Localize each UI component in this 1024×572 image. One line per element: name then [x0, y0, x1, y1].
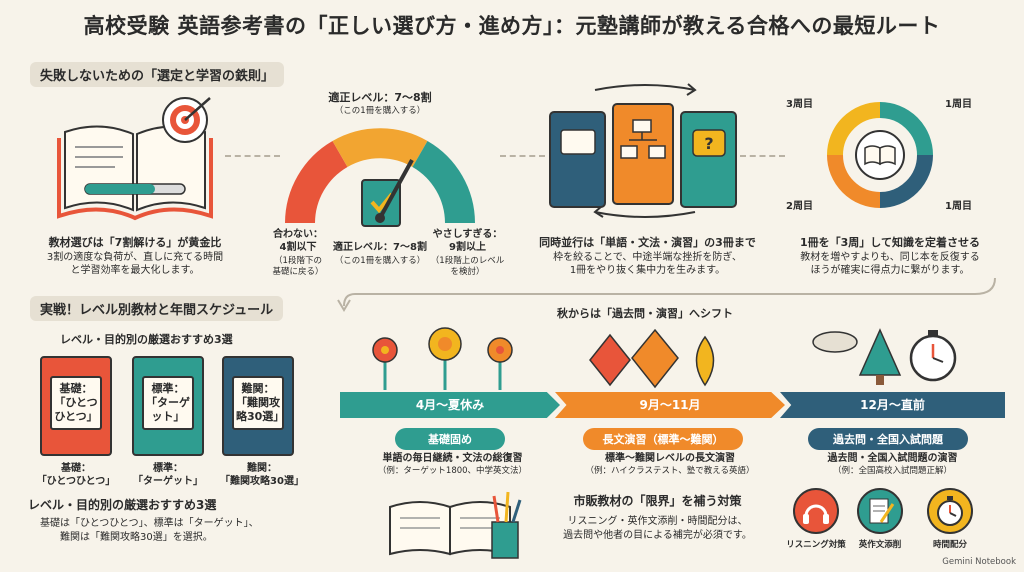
- rule3-desc1: 教材を増やすよりも、同じ本を反復する: [800, 252, 980, 263]
- gauge-left-sub2: 基礎に戻る）: [272, 267, 324, 277]
- book-basic: 基礎：「ひとつひとつ」: [40, 356, 112, 456]
- book-cover-label: 難関：「難関攻略30選」: [232, 376, 284, 430]
- rule2-title: 同時並行は「単語・文法・演習」の3冊まで: [539, 236, 756, 249]
- icon-label-time: 時間配分: [932, 540, 967, 550]
- timeline-phase-2: 9月〜11月: [555, 392, 785, 418]
- open-book-pens-icon: [389, 491, 522, 559]
- rule1-desc1: 3割の適度な負荷が、直しに充てる時間: [46, 252, 224, 263]
- phase3-desc1: 過去問・全国入試問題の演習: [827, 453, 958, 464]
- gauge-left-label2: 4割以下: [279, 242, 317, 253]
- rule2-desc1: 枠を絞ることで、中途半端な挫折を防ぎ、: [553, 252, 742, 263]
- autumn-leaves-icon: [589, 328, 715, 389]
- gauge-top-label: 適正レベル：7〜8割: [328, 91, 432, 104]
- gauge-right-label2: 9割以上: [449, 242, 486, 253]
- book-standard: 標準：「ターゲット」: [132, 356, 204, 456]
- section2-label: 実戦！レベル別教材と年間スケジュール: [30, 296, 284, 321]
- gauge-center-sub: （この1冊を購入する）: [334, 256, 426, 266]
- watermark: Gemini Notebook: [942, 557, 1016, 567]
- phase2-desc1: 標準〜難関レベルの長文演習: [605, 453, 735, 464]
- phase1-desc2: （例：ターゲット1800、中学英文法）: [377, 466, 528, 476]
- gauge-left-sub1: （1段階下の: [274, 256, 322, 266]
- rule3-title: 1冊を「3周」して知識を定着させる: [800, 236, 980, 249]
- book-caption: 「ターゲット」: [133, 476, 203, 487]
- rule2-desc2: 1冊をやり抜く集中力を生みます。: [569, 265, 726, 276]
- stopwatch-icon: [927, 488, 973, 534]
- phase3-desc2: （例：全国高校入試問題正解）: [832, 466, 952, 476]
- phase-tag-past-exams: 過去問・全国入試問題: [808, 428, 968, 450]
- icon-label-listening: リスニング対策: [786, 540, 846, 550]
- pen-paper-icon: [857, 488, 903, 534]
- connector-line: [500, 155, 545, 157]
- books-summary1: 基礎は「ひとつひとつ」、標準は「ターゲット」、: [40, 518, 259, 529]
- books-title: レベル・目的別の厳選おすすめ3選: [60, 333, 233, 346]
- lap-label: 1周目: [945, 99, 972, 110]
- lap-label: 3周目: [786, 99, 813, 110]
- limit-desc2: 過去問や他者の目による補完が必須です。: [563, 530, 752, 541]
- book-caption: 基礎：: [61, 463, 91, 474]
- book-cover-label: 基礎：「ひとつひとつ」: [50, 376, 102, 430]
- section1-label: 失敗しないための「選定と学習の鉄則」: [30, 62, 285, 87]
- rule3-desc2: ほうが確実に得点力に繋がります。: [810, 265, 970, 276]
- gauge-right-sub2: を検討）: [450, 267, 485, 277]
- headphones-icon: [793, 488, 839, 534]
- icon-label-writing: 英作文添削: [858, 540, 902, 550]
- phase-tag-reading: 長文演習（標準〜難関）: [583, 428, 743, 450]
- winter-stopwatch-icon: [812, 328, 957, 385]
- phase1-desc1: 単語の毎日継続・文法の総復習: [382, 453, 523, 464]
- books-summary2: 難関は「難関攻略30選」を選択。: [60, 532, 213, 543]
- gauge-center-label: 適正レベル：7〜8割: [333, 242, 427, 253]
- timeline-phase-3: 12月〜直前: [780, 392, 1005, 418]
- limit-desc1: リスニング・英作文添削・時間配分は、: [567, 516, 748, 527]
- rule1-title: 教材選びは「7割解ける」が黄金比: [48, 236, 222, 249]
- gauge-right-label1: やさしすぎる：: [432, 229, 503, 240]
- three-books-icon: ?: [549, 83, 737, 218]
- gauge-left-label1: 合わない：: [273, 229, 323, 240]
- book-caption: 「難関攻略30選」: [220, 476, 304, 487]
- book-advanced: 難関：「難関攻略30選」: [222, 356, 294, 456]
- svg-text:?: ?: [704, 134, 713, 153]
- connector-line: [740, 155, 785, 157]
- lap-label: 1周目: [945, 201, 972, 212]
- cycle-arrows-icon: [827, 102, 933, 208]
- book-caption: 「ひとつひとつ」: [36, 476, 116, 487]
- book-cover-label: 標準：「ターゲット」: [142, 376, 194, 430]
- open-book-target-icon: [57, 97, 213, 221]
- connector-line: [225, 155, 280, 157]
- page-title: 高校受験 英語参考書の「正しい選び方・進め方」：元塾講師が教える合格への最短ルー…: [83, 14, 941, 38]
- rule1-desc2: と学習効率を最大化します。: [70, 265, 200, 276]
- phase2-desc2: （例：ハイクラステスト、塾で教える英語）: [585, 466, 755, 476]
- spring-flowers-icon: [372, 327, 513, 390]
- gauge-top-sub: （この1冊を購入する）: [334, 106, 426, 116]
- section-connector-arrow: [337, 277, 996, 312]
- limit-title: 市販教材の「限界」を補う対策: [573, 494, 742, 508]
- lap-label: 2周目: [786, 201, 813, 212]
- book-caption: 標準：: [153, 463, 183, 474]
- gauge-meter-icon: [285, 128, 475, 227]
- books-summary-title: レベル・目的別の厳選おすすめ3選: [28, 498, 217, 512]
- book-caption: 難関：: [247, 463, 277, 474]
- gauge-right-sub1: （1段階上のレベル: [430, 256, 505, 266]
- shift-label: 秋からは「過去問・演習」へシフト: [557, 307, 733, 320]
- timeline-phase-1: 4月〜夏休み: [340, 392, 560, 418]
- phase-tag-basic: 基礎固め: [395, 428, 505, 450]
